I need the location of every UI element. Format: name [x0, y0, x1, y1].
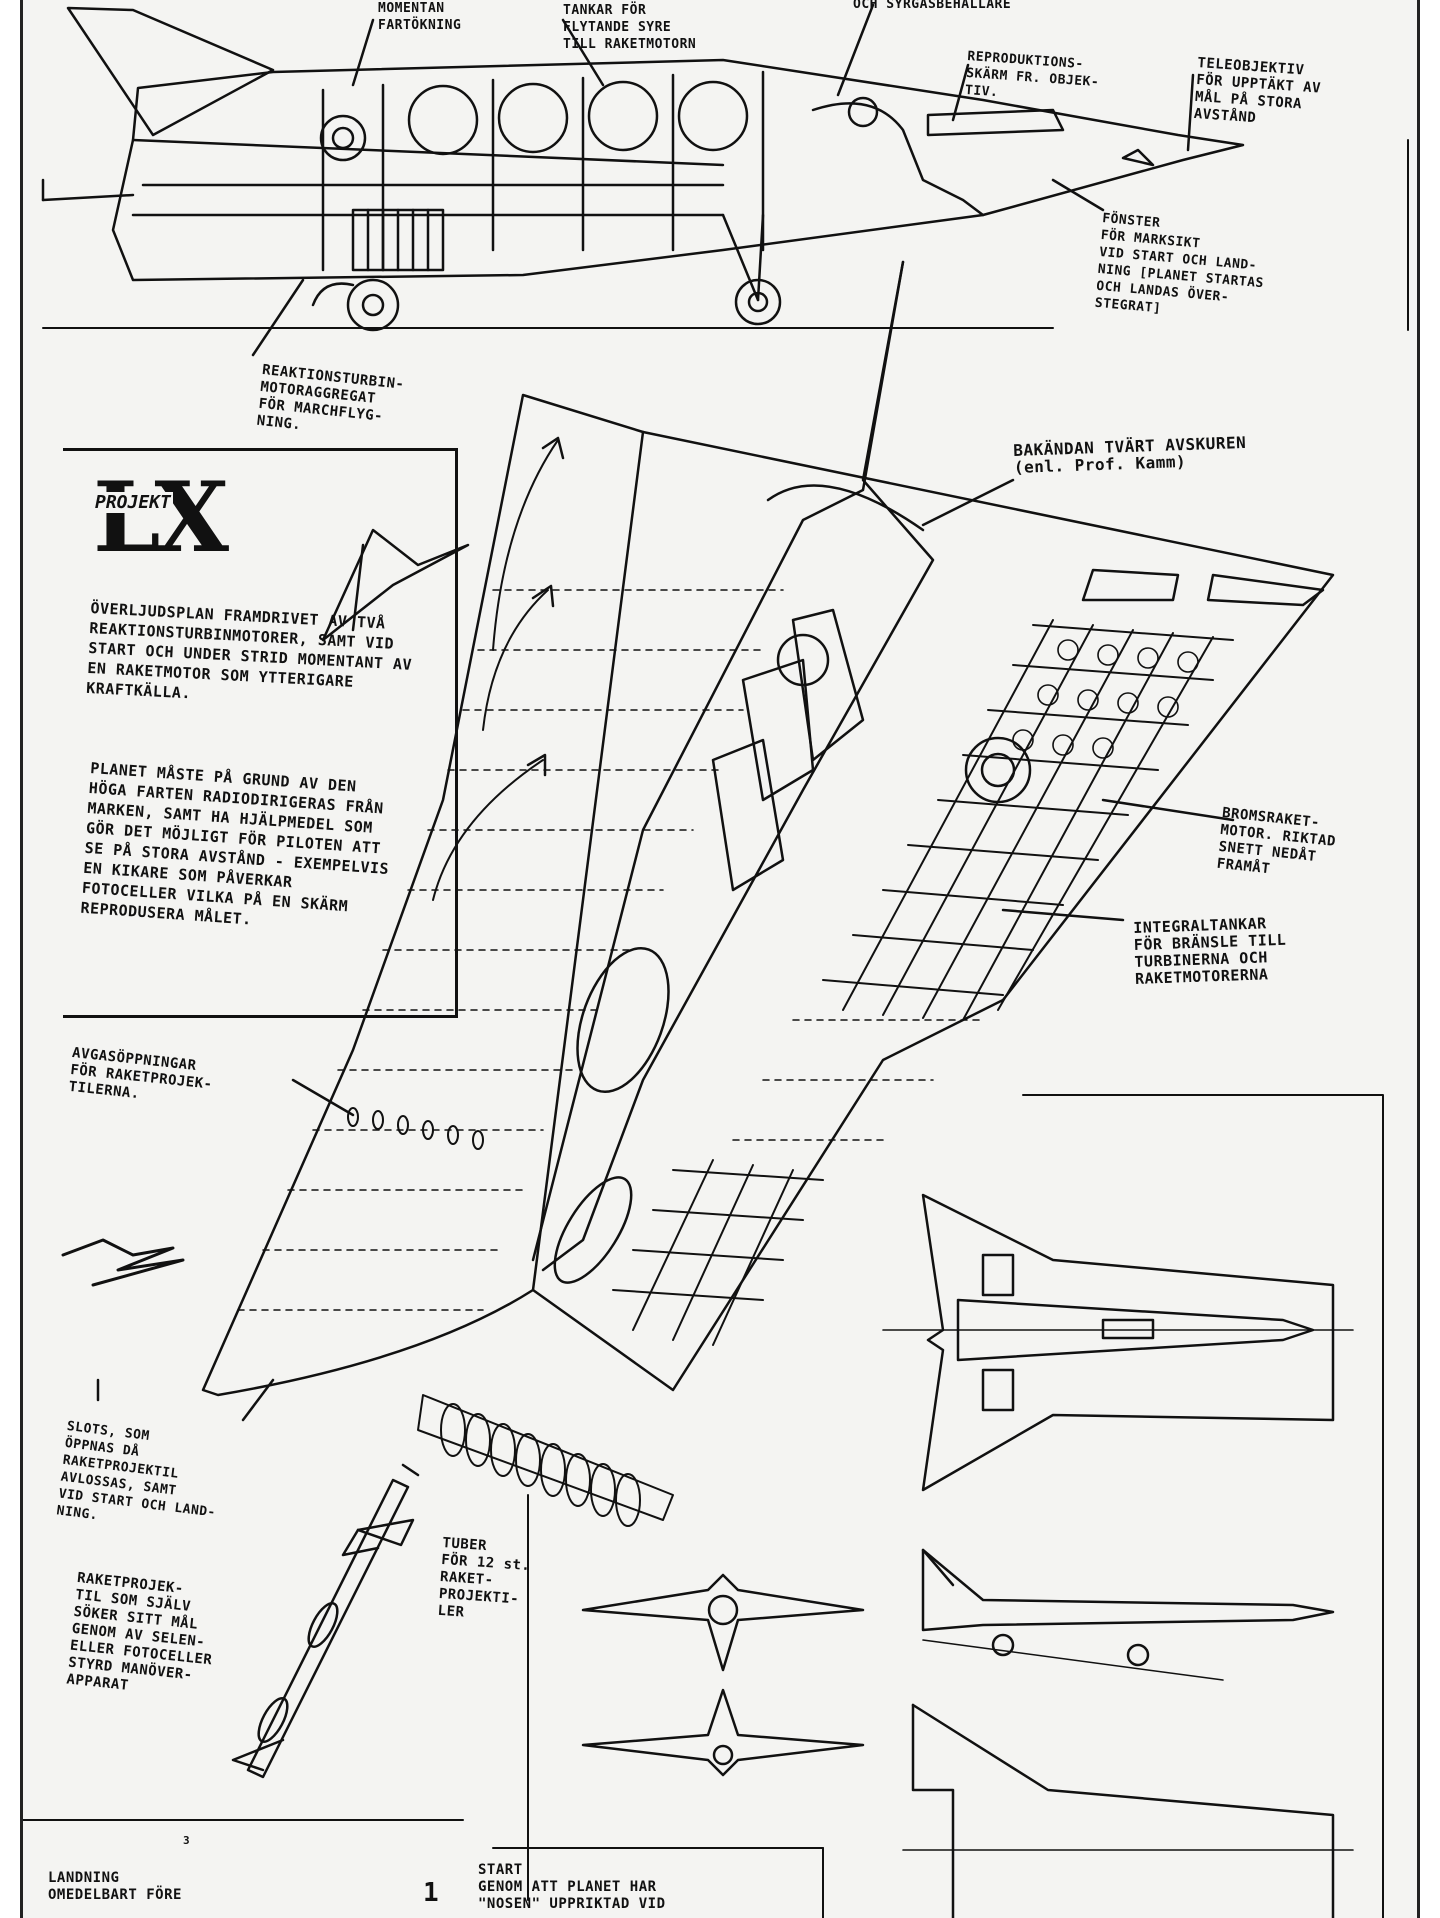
logo-plane-sketch — [321, 528, 470, 642]
callout-slots: SLOTS, SOM ÖPPNAS DÅ RAKETPROJEKTIL AVLO… — [55, 1418, 217, 1524]
landing-note: LANDNING OMEDELBART FÖRE — [48, 1870, 182, 1903]
callout-fonster: FÖNSTER FÖR MARKSIKT VID START OCH LAND-… — [1094, 210, 1265, 317]
callout-raketprojektil: RAKETPROJEK- TIL SOM SJÄLV SÖKER SITT MÅ… — [65, 1570, 213, 1694]
callout-tuber: TUBER FÖR 12 st. RAKET- PROJEKTI- LER — [437, 1535, 531, 1621]
drawing-sheet: LX PROJEKT ÖVERLJUDSPLAN FRAMDRIVET AV T… — [20, 0, 1420, 1918]
callout-bromsraket: BROMSRAKET- MOTOR. RIKTAD SNETT NEDÅT FR… — [1215, 805, 1337, 878]
squiggle-mark — [61, 1238, 185, 1287]
aircraft-drawing — [23, 3, 1409, 1918]
callout-syrgas: OCH SYRGASBEHÅLLARE — [853, 0, 1012, 12]
project-logo: LX — [93, 461, 229, 574]
side-view — [41, 3, 1409, 357]
title-body: PLANET MÅSTE PÅ GRUND AV DEN HÖGA FARTEN… — [79, 758, 390, 929]
title-subtitle: ÖVERLJUDSPLAN FRAMDRIVET AV TVÅ REAKTION… — [85, 598, 413, 703]
title-panel — [63, 448, 458, 1018]
callout-teleobjektiv: TELEOBJEKTIV FÖR UPPTÄKT AV MÅL PÅ STORA… — [1193, 55, 1322, 127]
page-number: 1 — [423, 1878, 440, 1908]
project-prefix: PROJEKT — [93, 492, 173, 513]
main-cutaway-wing — [96, 260, 1335, 1527]
callout-integraltankar: INTEGRALTANKAR FÖR BRÄNSLE TILL TURBINER… — [1132, 914, 1287, 988]
callout-reproduktion: REPRODUKTIONS- SKÄRM FR. OBJEK- TIV. — [964, 48, 1100, 101]
start-note: START GENOM ATT PLANET HAR "NOSEN" UPPRI… — [478, 1862, 666, 1912]
rocket-projectile — [231, 1463, 420, 1779]
callout-tankar: TANKAR FÖR FLYTANDE SYRE TILL RAKETMOTOR… — [563, 3, 697, 52]
orthographic-views — [527, 1094, 1384, 1918]
small-mark: 3 — [183, 1834, 191, 1847]
callout-momentan: MOMENTAN FARTÖKNING — [378, 1, 462, 33]
